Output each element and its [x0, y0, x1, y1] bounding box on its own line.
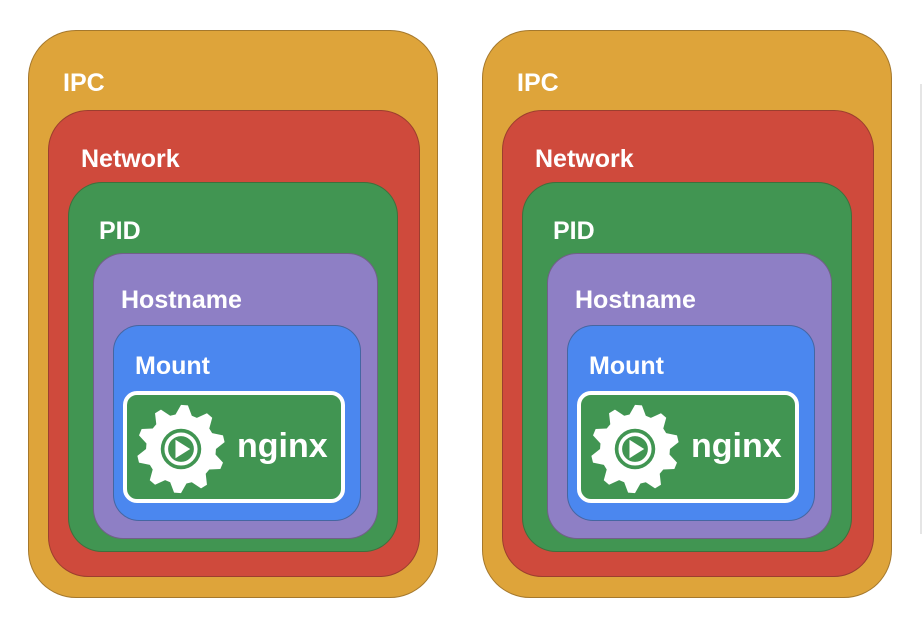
process-name: nginx: [691, 427, 782, 465]
gear-play-icon: [591, 404, 679, 494]
pid-label: PID: [99, 217, 141, 245]
hostname-label: Hostname: [121, 286, 242, 314]
pid-label: PID: [553, 217, 595, 245]
network-label: Network: [81, 145, 180, 173]
ipc-label: IPC: [517, 69, 559, 97]
gear-play-icon: [137, 404, 225, 494]
page-edge-divider: [920, 84, 922, 534]
mount-label: Mount: [589, 352, 664, 380]
play-ring: [164, 432, 198, 466]
nginx-process: nginx: [577, 391, 799, 503]
play-ring: [618, 432, 652, 466]
nginx-process: nginx: [123, 391, 345, 503]
ipc-label: IPC: [63, 69, 105, 97]
mount-label: Mount: [135, 352, 210, 380]
process-name: nginx: [237, 427, 328, 465]
container-stack-2: IPC Network PID Hostname Mount nginx: [482, 30, 892, 598]
container-stack-1: IPC Network PID Hostname Mount nginx: [28, 30, 438, 598]
play-triangle: [629, 439, 645, 459]
network-label: Network: [535, 145, 634, 173]
play-triangle: [175, 439, 191, 459]
hostname-label: Hostname: [575, 286, 696, 314]
